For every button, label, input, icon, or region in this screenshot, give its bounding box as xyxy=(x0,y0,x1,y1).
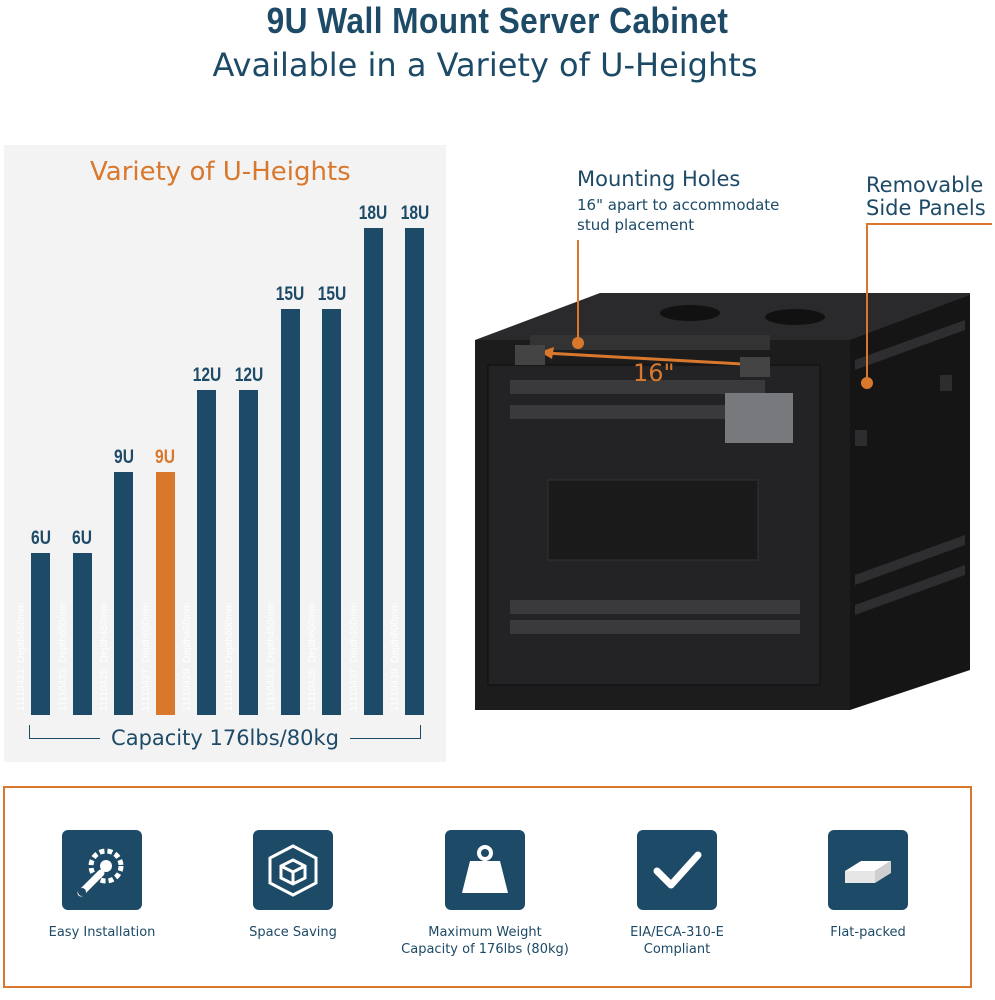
capacity-label: Capacity 176lbs/80kg xyxy=(100,726,350,750)
feature-label: EIA/ECA-310-E Compliant xyxy=(630,925,724,957)
gear-wrench-icon xyxy=(62,830,142,910)
bar-height-label: 6U xyxy=(72,527,93,549)
feature-label: Space Saving xyxy=(249,925,337,940)
side-panels-leader-h xyxy=(866,223,992,225)
chart-title: Variety of U-Heights xyxy=(90,157,351,187)
bar-height-label: 18U xyxy=(358,203,388,224)
bar-depth: Depth450mm xyxy=(348,602,360,663)
bar-model-number: 11110431 xyxy=(224,668,235,711)
weight-icon xyxy=(445,830,525,910)
mounting-holes-desc-2: stud placement xyxy=(577,216,695,234)
cube-icon xyxy=(253,830,333,910)
bar-model-number: 11110433 xyxy=(265,668,277,711)
bar-model-number: 11110427 xyxy=(140,668,152,711)
mounting-holes-marker xyxy=(572,337,584,349)
feature-maximum-weight: Maximum Weight Capacity of 176lbs (80kg) xyxy=(395,830,575,958)
side-panels-leader-v xyxy=(866,223,868,380)
bar-height-label: 18U xyxy=(400,203,430,224)
bar-model-number: 11110437 xyxy=(348,668,360,711)
bar-11110437: 11110437 Depth450mm xyxy=(349,228,383,715)
bar-model-text: 11110425 Depth450mm xyxy=(95,603,114,711)
feature-eia-compliant: EIA/ECA-310-E Compliant xyxy=(587,830,767,958)
feature-label: Maximum Weight Capacity of 176lbs (80kg) xyxy=(401,925,569,957)
bar-model-number: 11110429 xyxy=(182,668,194,711)
bar-11110439: 11110439 Depth600mm xyxy=(390,228,425,715)
bar-model-text: 11110421 Depth450mm xyxy=(12,603,31,711)
bar-model-text: 11110439 Depth600mm xyxy=(386,603,405,711)
bar-height-label: 12U xyxy=(234,365,263,387)
mounting-holes-desc-1: 16" apart to accommodate xyxy=(577,196,780,214)
bar-model-text: 11110423 Depth600mm xyxy=(54,603,73,711)
bar-height-label: 9U xyxy=(113,446,134,468)
bar-model-text: 11110437 Depth450mm xyxy=(345,603,364,711)
bar-11110427: 11110427 Depth600mm xyxy=(141,471,175,715)
bar-11110421: 11110421 Depth450mm xyxy=(16,552,50,715)
side-panels-title-1: Removable xyxy=(866,173,984,197)
bar-model-number: 11110435 xyxy=(307,668,319,711)
bar-height-label: 15U xyxy=(275,284,305,306)
features-box xyxy=(3,786,972,988)
bar-depth: Depth450mm xyxy=(16,602,27,663)
bar-depth: Depth450mm xyxy=(265,602,277,663)
bar-depth: Depth450mm xyxy=(182,602,194,663)
page-subtitle: Available in a Variety of U-Heights xyxy=(212,46,758,84)
bar-depth: Depth600mm xyxy=(390,602,402,663)
flat-box-icon xyxy=(828,830,908,910)
server-cabinet-image xyxy=(475,293,970,710)
feature-label: Flat-packed xyxy=(830,925,906,940)
bar-model-number: 11110425 xyxy=(99,668,111,711)
feature-easy-installation: Easy Installation xyxy=(12,830,192,941)
bar-depth: Depth450mm xyxy=(99,602,111,663)
bar-height-label: 6U xyxy=(30,527,51,549)
bar-11110429: 11110429 Depth450mm xyxy=(182,390,217,715)
bar-model-text: 11110435 Depth600mm xyxy=(303,603,322,711)
bar-depth: Depth600mm xyxy=(57,602,69,663)
bar-model-text: 11110431 Depth600mm xyxy=(220,603,239,711)
bar-11110425: 11110425 Depth450mm xyxy=(99,471,134,715)
bar-model-number: 11110423 xyxy=(57,668,69,711)
mounting-holes-title: Mounting Holes xyxy=(577,167,741,191)
bar-height-label: 12U xyxy=(192,365,222,387)
feature-label: Easy Installation xyxy=(48,925,156,940)
bar-height-label: 9U xyxy=(155,446,176,468)
bar-model-text: 11110433 Depth450mm xyxy=(262,603,281,711)
bar-depth: Depth600mm xyxy=(224,602,235,663)
bar-model-text: 11110429 Depth450mm xyxy=(178,603,197,711)
feature-space-saving: Space Saving xyxy=(203,830,383,941)
dimension-label: 16" xyxy=(633,359,675,387)
side-panels-title-2: Side Panels xyxy=(866,196,986,220)
bar-model-number: 11110421 xyxy=(16,668,27,711)
checkmark-icon xyxy=(637,830,717,910)
capacity-bracket-left xyxy=(29,725,30,739)
bar-11110433: 11110433 Depth450mm xyxy=(266,309,300,715)
bar-11110431: 11110431 Depth600mm xyxy=(224,390,258,715)
feature-flat-packed: Flat-packed xyxy=(778,830,958,941)
bar-depth: Depth600mm xyxy=(307,602,319,663)
mounting-holes-leader xyxy=(577,240,579,343)
capacity-bracket-right xyxy=(420,725,421,739)
bar-depth: Depth600mm xyxy=(140,602,152,663)
bar-11110423: 11110423 Depth600mm xyxy=(58,552,92,715)
side-panels-marker xyxy=(861,377,873,389)
bar-model-number: 11110439 xyxy=(390,668,402,711)
page-title: 9U Wall Mount Server Cabinet xyxy=(266,0,729,41)
bar-11110435: 11110435 Depth600mm xyxy=(307,309,342,715)
bar-height-label: 15U xyxy=(317,284,346,306)
bar-model-text: 11110427 Depth600mm xyxy=(137,603,156,711)
